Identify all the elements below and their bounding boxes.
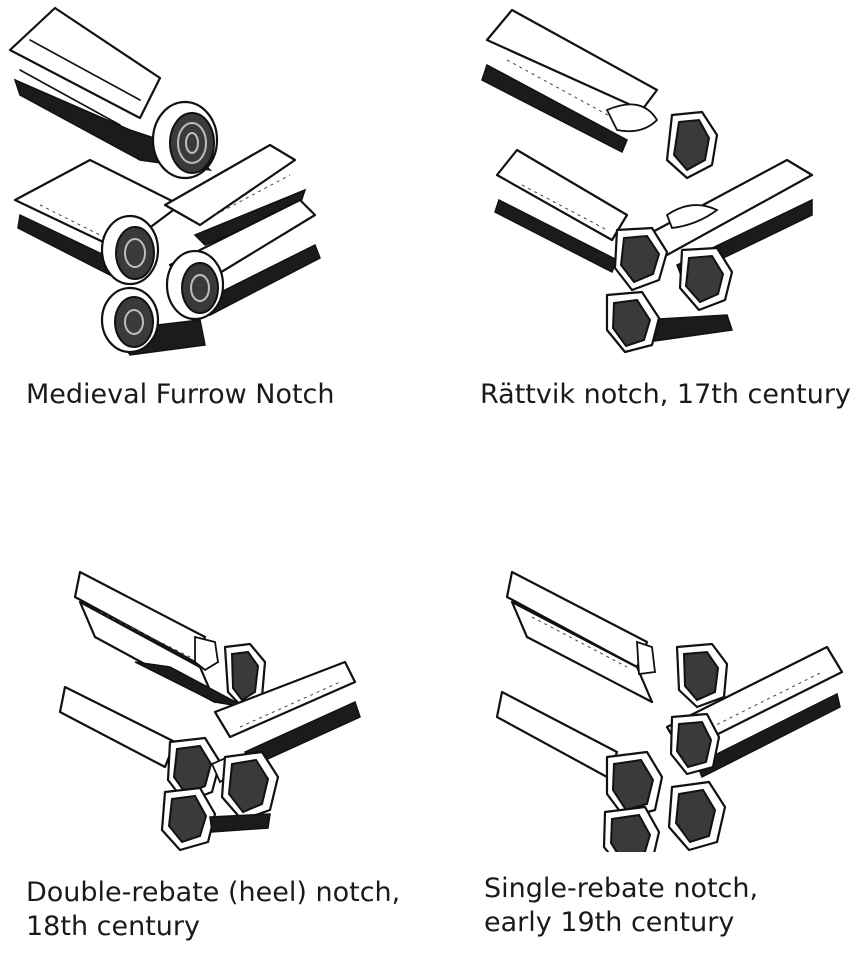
- middle-logs: [495, 150, 812, 290]
- rattvik-notch-illustration: [427, 0, 854, 370]
- caption-single-rebate-notch: Single-rebate notch, early 19th century: [484, 872, 758, 940]
- middle-logs: [497, 647, 842, 818]
- panel-single-rebate-notch: Single-rebate notch, early 19th century: [427, 482, 854, 964]
- caption-medieval-furrow-notch: Medieval Furrow Notch: [26, 378, 335, 412]
- middle-logs: [15, 145, 305, 284]
- medieval-furrow-notch-illustration: [0, 0, 427, 370]
- panel-double-rebate-notch: Double-rebate (heel) notch, 18th century: [0, 482, 427, 964]
- double-rebate-notch-illustration: [0, 552, 427, 852]
- upper-log: [507, 572, 727, 707]
- single-rebate-notch-illustration: [427, 552, 854, 852]
- upper-log-end: [153, 102, 217, 178]
- caption-double-rebate-notch: Double-rebate (heel) notch, 18th century: [26, 876, 400, 944]
- upper-log: [75, 572, 265, 707]
- caption-rattvik-notch: Rättvik notch, 17th century: [480, 378, 851, 412]
- panel-medieval-furrow-notch: Medieval Furrow Notch: [0, 0, 427, 482]
- middle-logs: [60, 662, 360, 802]
- panel-rattvik-notch: Rättvik notch, 17th century: [427, 0, 854, 482]
